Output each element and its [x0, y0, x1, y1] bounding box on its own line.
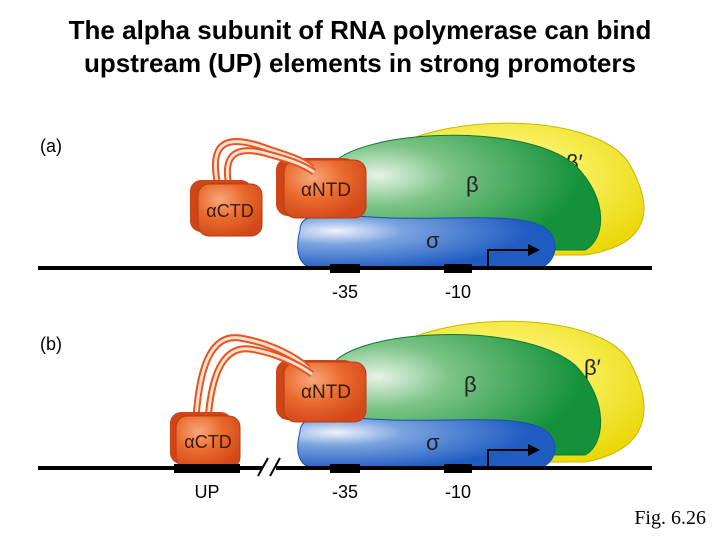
panel-b-up-label: UP: [194, 482, 219, 502]
title-line-2: upstream (UP) elements in strong promote…: [84, 48, 636, 78]
panel-b-label: (b): [40, 334, 62, 354]
panel-a-alpha-ctd: [197, 183, 263, 237]
figure-reference: Fig. 6.26: [634, 507, 706, 529]
panel-a-alpha-ntd-label: αNTD: [301, 180, 351, 201]
panel-b-linker-2-highlight: [206, 347, 313, 421]
panel-b-arrowhead: [528, 444, 540, 456]
panel-a-alpha-ctd-label: αCTD: [206, 201, 253, 221]
panel-b-minus35-label: -35: [332, 482, 358, 502]
panel-a-sigma-label: σ: [426, 228, 440, 253]
panel-a-beta-label: β: [466, 172, 479, 197]
panel-b-sigma-label: σ: [426, 430, 440, 455]
panel-b-alpha-ntd: [283, 361, 367, 423]
panel-a-alpha-ntd: [283, 159, 367, 219]
panel-b: (b) β′ β σ αNTD αCTD: [38, 320, 652, 502]
panel-b-minus10-label: -10: [445, 482, 471, 502]
panel-a-transcription-arrow: [487, 249, 528, 268]
panel-b-beta-label: β: [464, 372, 477, 397]
panel-a-minus10-box: [444, 264, 472, 273]
panel-b-minus10-box: [444, 464, 472, 473]
panel-a-minus35-box: [330, 264, 360, 273]
panel-b-alpha-ctd-label: αCTD: [184, 432, 231, 452]
panel-a-label: (a): [40, 136, 62, 156]
panel-a-linker-2-highlight: [225, 149, 315, 191]
panel-b-beta-prime-label: β′: [584, 355, 601, 380]
panel-a-arrowhead: [528, 244, 540, 256]
panel-b-minus35-box: [330, 464, 360, 473]
panel-b-alpha-ntd-label: αNTD: [301, 382, 351, 403]
panel-a-minus10-label: -10: [445, 282, 471, 302]
panel-b-dna-break-mark-1: [257, 457, 269, 477]
slide-title: The alpha subunit of RNA polymerase can …: [0, 14, 720, 80]
panel-b-transcription-arrow: [487, 449, 528, 468]
panel-b-dna-break-mark-2: [269, 457, 281, 477]
title-line-1: The alpha subunit of RNA polymerase can …: [68, 15, 652, 45]
panel-a-minus35-label: -35: [332, 282, 358, 302]
panel-b-up-element: [174, 464, 240, 473]
panel-b-linker-1-highlight: [194, 336, 310, 419]
panel-a-linker-1-highlight: [213, 140, 313, 187]
panel-a: (a) β′ β σ αNTD αCTD -35 -10: [38, 122, 652, 302]
